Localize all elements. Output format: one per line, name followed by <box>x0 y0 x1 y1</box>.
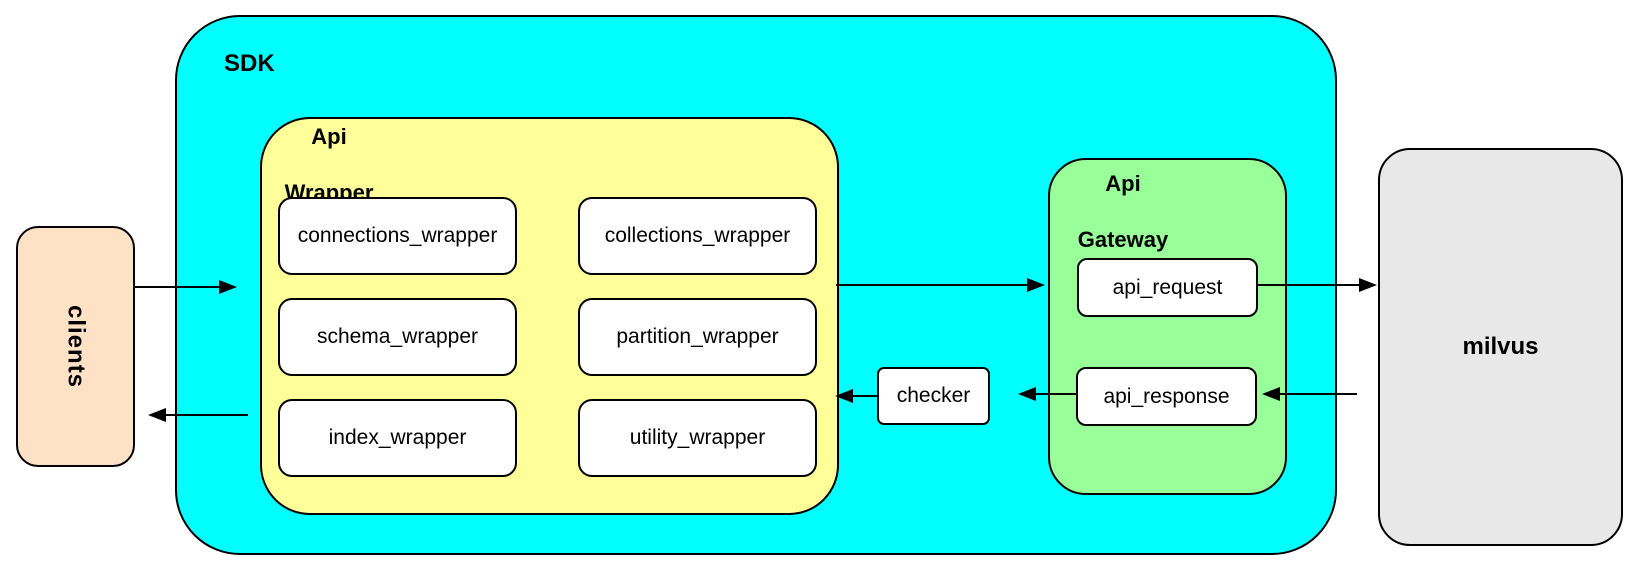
milvus-label: milvus <box>1462 333 1539 360</box>
api-gateway-group: Api Gateway <box>1048 158 1287 495</box>
sdk-label: SDK <box>224 50 275 77</box>
api-gateway-label: Api Gateway <box>1068 170 1178 254</box>
connections-wrapper-label: connections_wrapper <box>297 224 498 247</box>
partition-wrapper-label: partition_wrapper <box>616 325 779 348</box>
collections-wrapper-label: collections_wrapper <box>604 224 791 247</box>
api-gateway-label-line1: Api <box>1105 171 1141 196</box>
api-response-box: api_response <box>1076 367 1257 426</box>
api-response-label: api_response <box>1103 384 1230 408</box>
clients-label: clients <box>62 304 90 389</box>
checker-label: checker <box>896 384 971 407</box>
schema-wrapper-label: schema_wrapper <box>316 325 479 348</box>
schema-wrapper-box: schema_wrapper <box>278 298 517 376</box>
connections-wrapper-box: connections_wrapper <box>278 197 517 275</box>
partition-wrapper-box: partition_wrapper <box>578 298 817 376</box>
api-request-box: api_request <box>1077 258 1258 317</box>
milvus-box: milvus <box>1378 148 1623 546</box>
api-gateway-label-line2: Gateway <box>1077 227 1169 252</box>
api-wrapper-label: Api Wrapper <box>274 123 384 207</box>
api-wrapper-label-line1: Api <box>311 124 347 149</box>
utility-wrapper-box: utility_wrapper <box>578 399 817 477</box>
index-wrapper-label: index_wrapper <box>328 426 467 449</box>
utility-wrapper-label: utility_wrapper <box>629 426 766 449</box>
index-wrapper-box: index_wrapper <box>278 399 517 477</box>
collections-wrapper-box: collections_wrapper <box>578 197 817 275</box>
clients-box: clients <box>16 226 135 467</box>
api-request-label: api_request <box>1112 275 1223 299</box>
checker-box: checker <box>877 367 990 425</box>
